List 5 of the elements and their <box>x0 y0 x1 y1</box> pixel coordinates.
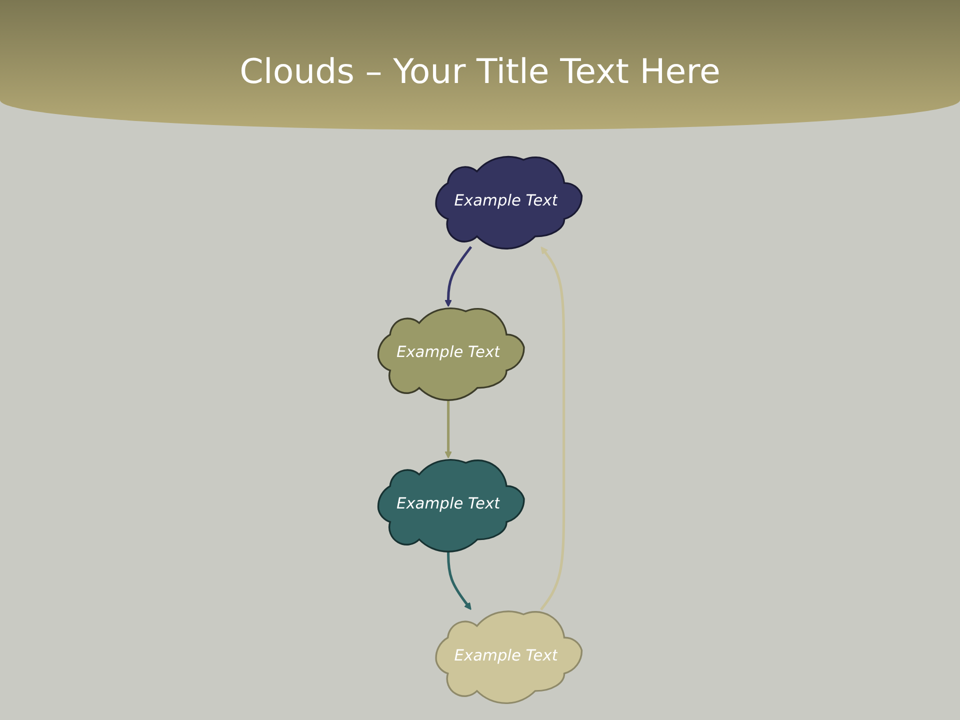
arrow <box>540 246 566 610</box>
arrow <box>444 246 472 307</box>
arrow <box>447 550 472 610</box>
title: Clouds – Your Title Text Here <box>240 52 720 92</box>
arrow <box>444 398 452 458</box>
